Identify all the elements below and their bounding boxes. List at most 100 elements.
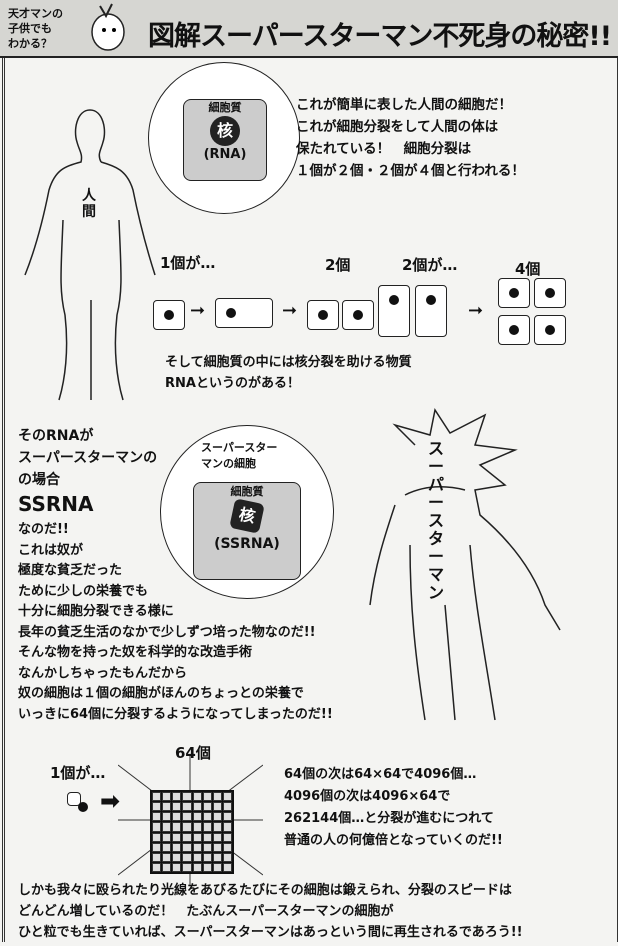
- grid-cell: [202, 812, 212, 822]
- grid-cell: [182, 822, 192, 832]
- grid-cell: [182, 802, 192, 812]
- grid-cell: [152, 842, 162, 852]
- caption-line: わかる？: [8, 37, 52, 50]
- cell: [534, 315, 566, 345]
- grid-cell: [162, 822, 172, 832]
- cell: [534, 278, 566, 308]
- nucleus-label: 核: [210, 116, 240, 146]
- text-line: どんどん増しているのだ！ たぶんスーパースターマンの細胞が: [18, 904, 394, 919]
- text-line: しかも我々に殴られたり光線をあびるたびにその細胞は鍛えられ、分裂のスピードは: [18, 883, 512, 898]
- header-band: 天才マンの 子供でも わかる？ 図解スーパースターマン不死身の秘密!!: [0, 0, 618, 58]
- page-title: 図解スーパースターマン不死身の秘密!!: [148, 21, 612, 52]
- rna-explanation: そして細胞質の中には核分裂を助ける物質 RNAというのがある！: [165, 352, 412, 394]
- text-line: 262144個…と分裂が進むにつれて: [284, 811, 494, 826]
- grid-cell: [192, 862, 202, 872]
- text-line: ひと粒でも生きていれば、スーパースターマンはあっという間に再生されるであろう!!: [18, 925, 523, 940]
- caption-line: 天才マンの: [8, 7, 63, 20]
- grid-cell: [202, 792, 212, 802]
- grid-cell: [152, 822, 162, 832]
- one-cell-label: 1個が…: [50, 764, 106, 782]
- mascot-icon: [91, 3, 125, 51]
- text-line: 十分に細胞分裂できる様に: [18, 604, 174, 619]
- ssrna-explanation: なのだ!! これは奴が 極度な貧乏だった ために少しの栄養でも 十分に細胞分裂で…: [18, 520, 333, 725]
- text-line: スーパースターマンの: [18, 450, 158, 466]
- grid-cell: [212, 812, 222, 822]
- human-cell-bubble: 細胞質 核 (RNA): [148, 62, 300, 214]
- grid-cell: [202, 802, 212, 812]
- arrow-icon: ➡: [100, 787, 121, 815]
- grid-cell: [212, 832, 222, 842]
- grid-cell: [162, 812, 172, 822]
- grid-cell: [182, 832, 192, 842]
- text-line: 4096個の次は4096×64で: [284, 789, 451, 804]
- grid-cell: [222, 852, 232, 862]
- text-line: 保たれている！ 細胞分裂は: [296, 141, 472, 157]
- grid-cell: [162, 842, 172, 852]
- grid-cell: [152, 862, 162, 872]
- text-line: 長年の貧乏生活のなかで少しずつ培った物なのだ!!: [18, 624, 316, 640]
- grid-cell: [212, 802, 222, 812]
- grid-cell: [182, 792, 192, 802]
- division-label: 4個: [515, 260, 541, 278]
- ssrna-cell-label: (SSRNA): [214, 536, 280, 552]
- grid-cell: [212, 822, 222, 832]
- grid-cell: [182, 862, 192, 872]
- grid-cell: [192, 792, 202, 802]
- grid-cell: [222, 862, 232, 872]
- cell: [307, 300, 339, 330]
- text-line: これが細胞分裂をして人間の体は: [296, 119, 499, 135]
- grid-cell: [152, 802, 162, 812]
- arrow-icon: ➞: [468, 300, 484, 321]
- division-label: 2個: [325, 256, 351, 274]
- grid-cell: [222, 832, 232, 842]
- ssrna-label: SSRNA: [18, 492, 94, 516]
- grid-cell: [182, 812, 192, 822]
- grid-cell: [202, 822, 212, 832]
- grid-cell: [202, 842, 212, 852]
- sixtyfour-label: 64個: [175, 744, 211, 762]
- footer-explanation: しかも我々に殴られたり光線をあびるたびにその細胞は鍛えられ、分裂のスピードは ど…: [18, 880, 523, 943]
- cell: [498, 315, 530, 345]
- human-figure: [24, 109, 156, 401]
- human-label: 人間: [82, 188, 96, 220]
- ssrna-intro: そのRNAが スーパースターマンの の場合 SSRNA: [18, 425, 157, 517]
- division-label: 2個が…: [402, 256, 458, 274]
- bubble-title: スーパースター マンの細胞: [201, 440, 277, 472]
- text-line: の場合: [18, 472, 60, 488]
- grid-cell: [212, 842, 222, 852]
- grid-cell: [222, 822, 232, 832]
- text-line: これが簡単に表した人間の細胞だ！: [296, 97, 512, 113]
- text-line: そんな物を持った奴を科学的な改造手術: [18, 645, 253, 660]
- header-caption: 天才マンの 子供でも わかる？: [8, 6, 63, 51]
- text-line: スーパースター: [201, 441, 278, 454]
- grid-cell: [212, 792, 222, 802]
- grid-cell: [152, 852, 162, 862]
- cell: [67, 792, 88, 812]
- grid-cell: [192, 852, 202, 862]
- grid-cell: [222, 792, 232, 802]
- grid-cell: [222, 812, 232, 822]
- grid-cell: [192, 802, 202, 812]
- grid-cell: [172, 822, 182, 832]
- superstarman-label: スーパースターマン: [428, 439, 445, 602]
- arrow-icon: ➞: [282, 300, 298, 321]
- grid-cell: [162, 862, 172, 872]
- cytoplasm-label: 細胞質: [230, 485, 264, 498]
- text-line: 奴の細胞は１個の細胞がほんのちょっとの栄養で: [18, 686, 304, 701]
- grid-cell: [222, 802, 232, 812]
- grid-cell: [212, 852, 222, 862]
- star-nucleus-label: 核: [229, 498, 265, 534]
- grid-cell: [162, 832, 172, 842]
- grid-cell: [202, 852, 212, 862]
- grid-cell: [202, 862, 212, 872]
- division-label: 1個が…: [160, 254, 216, 272]
- grid-cell: [152, 792, 162, 802]
- grid-cell: [212, 862, 222, 872]
- grid-cell: [172, 792, 182, 802]
- text-line: ために少しの栄養でも: [18, 583, 149, 599]
- rna-label: (RNA): [203, 147, 247, 162]
- grid-cell: [222, 842, 232, 852]
- cytoplasm-label: 細胞質: [208, 101, 242, 114]
- grid-cell: [152, 812, 162, 822]
- grid-cell: [172, 802, 182, 812]
